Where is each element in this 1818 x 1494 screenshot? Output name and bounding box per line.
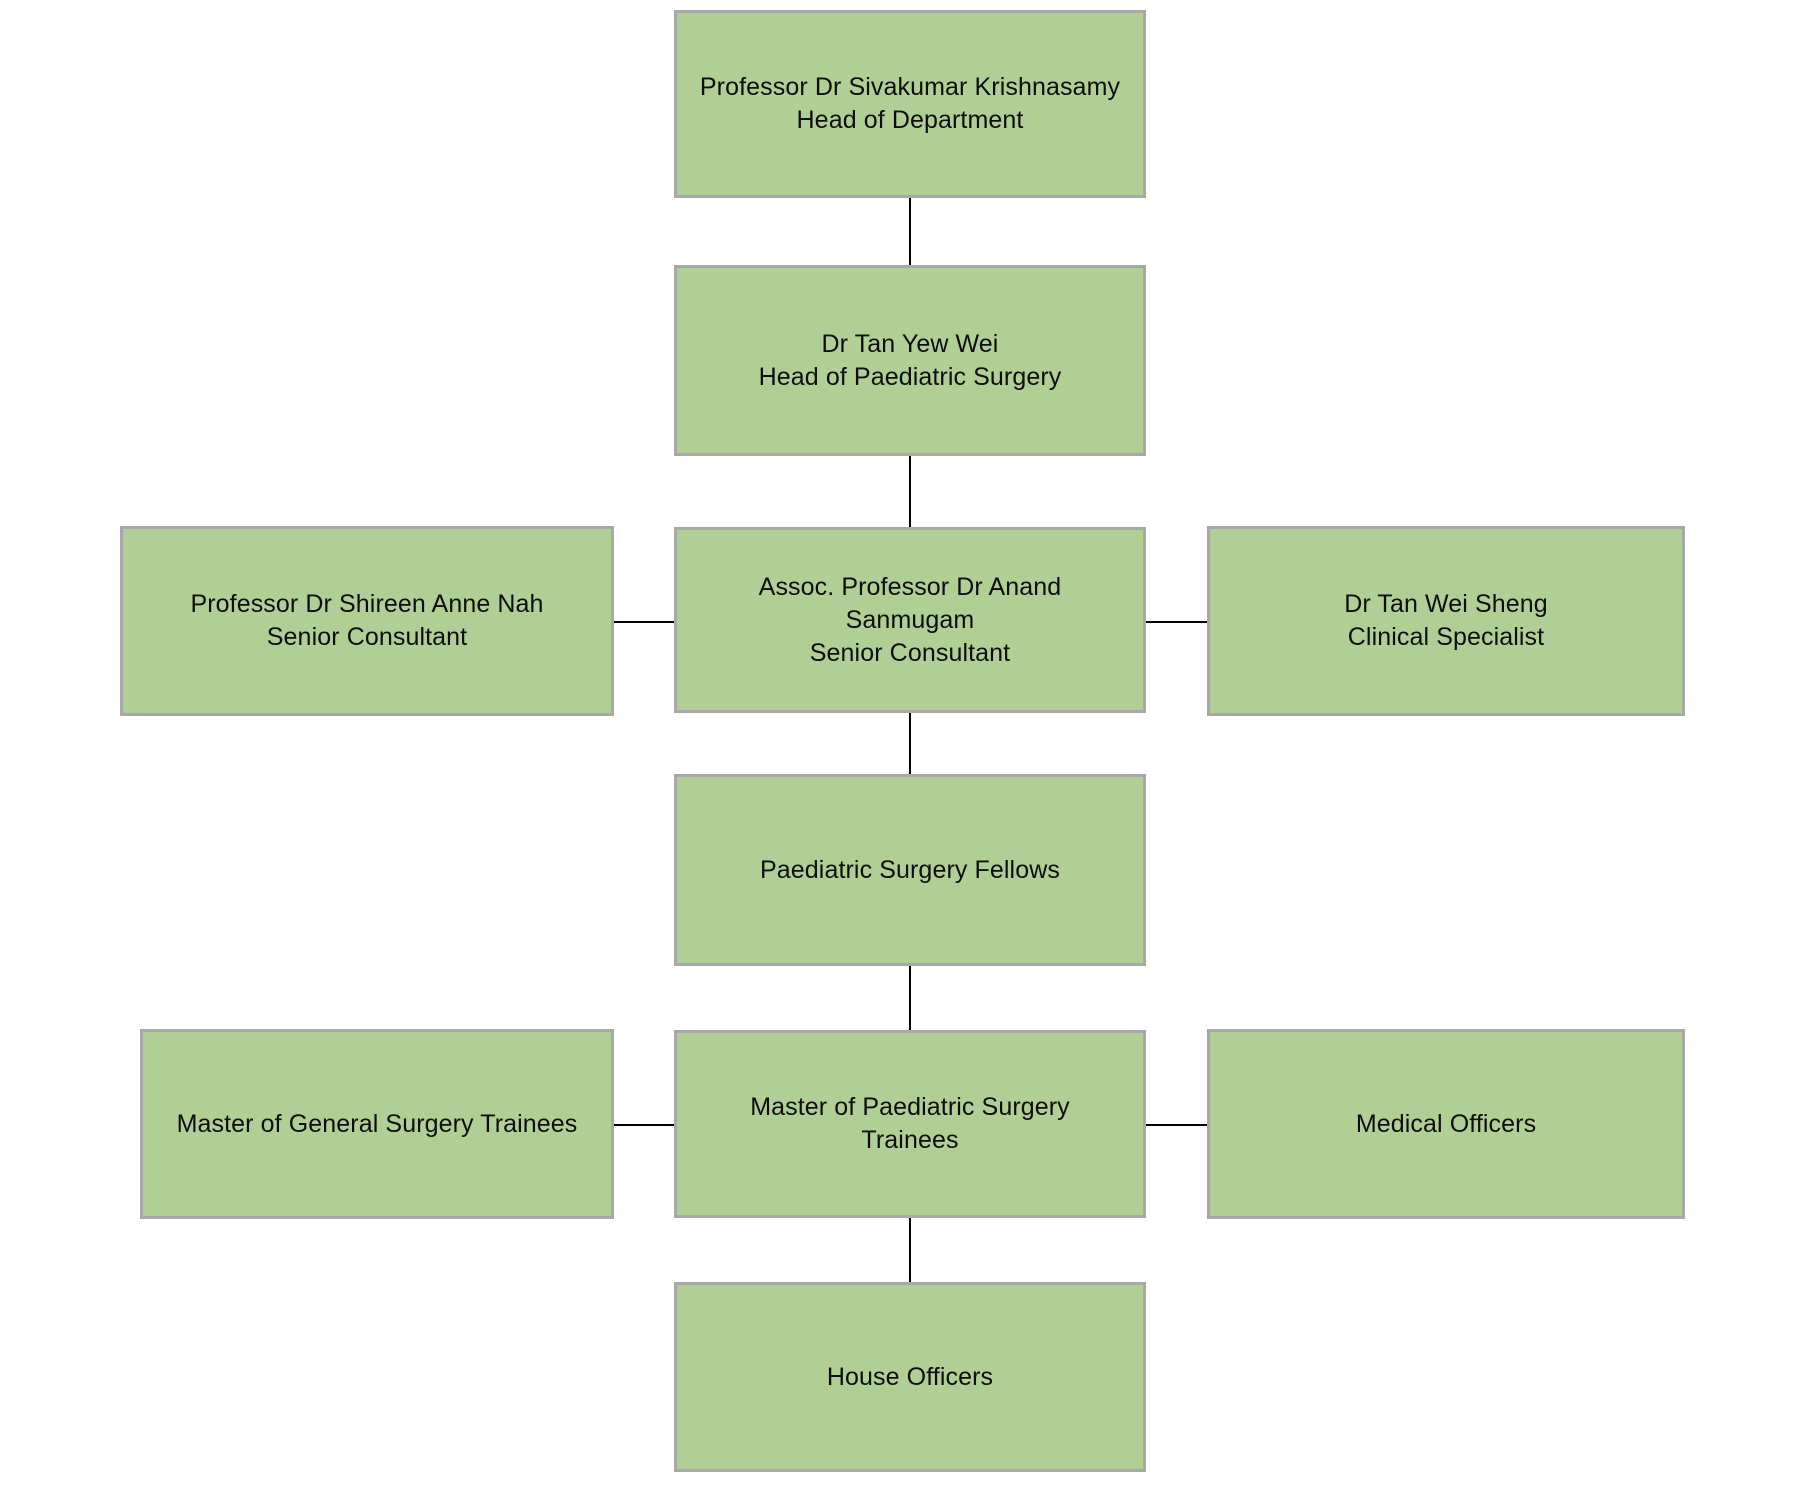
node-master-of-general-surgery-trainees[interactable]: Master of General Surgery Trainees <box>140 1029 614 1219</box>
node-clinical-specialist-tan-wei-sheng[interactable]: Dr Tan Wei Sheng Clinical Specialist <box>1207 526 1685 716</box>
node-house-officers[interactable]: House Officers <box>674 1282 1146 1472</box>
node-paediatric-surgery-fellows[interactable]: Paediatric Surgery Fellows <box>674 774 1146 966</box>
connector-master-paed-to-master-general <box>613 1124 675 1126</box>
connector-head-paed-surgery-to-anand <box>909 456 911 527</box>
connector-fellows-to-master-paed-trainees <box>909 966 911 1030</box>
node-senior-consultant-shireen-anne-nah[interactable]: Professor Dr Shireen Anne Nah Senior Con… <box>120 526 614 716</box>
connector-hod-to-head-paed-surgery <box>909 198 911 265</box>
node-head-of-department[interactable]: Professor Dr Sivakumar Krishnasamy Head … <box>674 10 1146 198</box>
connector-master-paed-to-medical-officers <box>1145 1124 1208 1126</box>
connector-master-paed-to-house-officers <box>909 1218 911 1282</box>
node-senior-consultant-anand-sanmugam[interactable]: Assoc. Professor Dr Anand Sanmugam Senio… <box>674 527 1146 713</box>
connector-anand-to-shireen <box>613 621 675 623</box>
node-head-of-paediatric-surgery[interactable]: Dr Tan Yew Wei Head of Paediatric Surger… <box>674 265 1146 456</box>
connector-anand-to-tan-wei-sheng <box>1145 621 1208 623</box>
connector-anand-to-fellows <box>909 712 911 774</box>
node-medical-officers[interactable]: Medical Officers <box>1207 1029 1685 1219</box>
node-master-of-paediatric-surgery-trainees[interactable]: Master of Paediatric Surgery Trainees <box>674 1030 1146 1218</box>
